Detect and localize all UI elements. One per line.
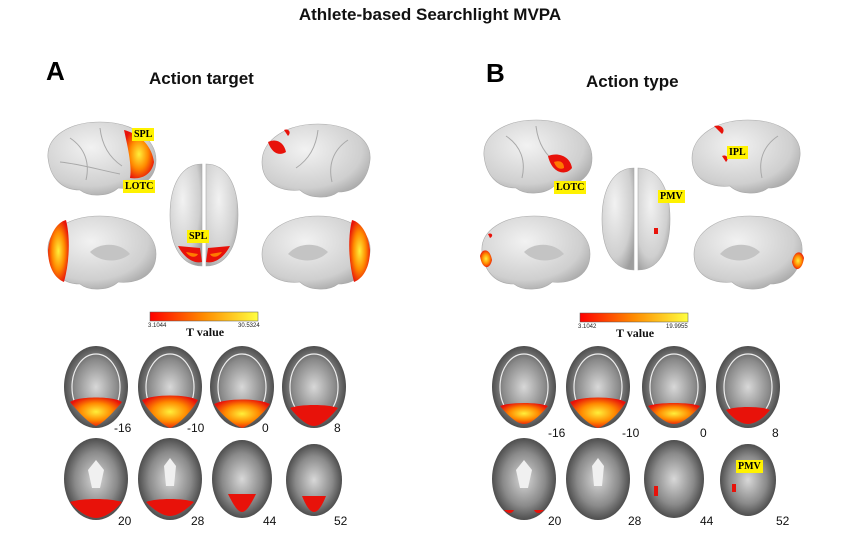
panel-a-colorbar	[149, 311, 259, 322]
panel-a-colorbar-label: T value	[186, 325, 225, 339]
panel-a-slice	[282, 346, 346, 428]
panel-b-colorbar-label: T value	[616, 326, 655, 340]
panel-b-brain-lateral-right	[691, 119, 801, 194]
panel-a-slice-label: -16	[114, 421, 132, 435]
panel-b-colorbar	[579, 312, 689, 323]
panel-b-brain-medial-left	[480, 215, 591, 290]
panel-a-slice	[138, 346, 202, 428]
panel-a-slice-label: 52	[334, 514, 348, 528]
panel-b-slice-label: 28	[628, 514, 642, 528]
panel-a-colorbar-min: 3.1044	[148, 323, 167, 329]
panel-a-letter: A	[46, 56, 65, 86]
panel-a-slice-label: 8	[334, 421, 341, 435]
panel-b-slice-label: 44	[700, 514, 714, 528]
panel-b-brain-lateral-left	[483, 119, 593, 194]
panel-a-title: Action target	[149, 69, 254, 88]
panel-a-slice	[64, 438, 128, 520]
panel-a-brain-lateral-right	[261, 123, 371, 198]
figure-title: Athlete-based Searchlight MVPA	[298, 5, 562, 24]
panel-b-slice	[566, 438, 630, 520]
panel-a-brain-dorsal	[169, 163, 239, 267]
panel-b-roi-pmv: PMV	[658, 190, 685, 203]
panel-a-slice	[64, 346, 128, 428]
panel-b-slice	[642, 346, 706, 428]
panel-b-slice	[644, 440, 704, 518]
panel-a-slice-label: 44	[263, 514, 277, 528]
panel-a-brain-medial-left	[47, 215, 157, 290]
panel-b-slice-label: -10	[622, 426, 640, 440]
panel-a-roi-spl-dorsal: SPL	[187, 230, 210, 243]
panel-a-colorbar-max: 30.5324	[238, 323, 260, 329]
panel-b-slice	[720, 444, 776, 516]
panel-a-slice	[286, 444, 342, 516]
panel-b-slice-label: 52	[776, 514, 790, 528]
panel-b-letter: B	[486, 58, 505, 88]
panel-a-slice	[210, 346, 274, 428]
panel-a-slice	[138, 438, 202, 520]
panel-a-slice-label: 0	[262, 421, 269, 435]
panel-b-colorbar-min: 3.1042	[578, 324, 597, 330]
panel-b-slice	[716, 346, 780, 428]
panel-b-title: Action type	[586, 72, 679, 91]
panel-b-slice-label: -16	[548, 426, 566, 440]
panel-b-roi-lotc: LOTC	[554, 181, 587, 194]
panel-b-slice-roi-pmv: PMV	[736, 460, 763, 473]
panel-b-slice	[566, 346, 630, 428]
panel-a-roi-lotc: LOTC	[123, 180, 156, 193]
panel-b-slice	[492, 438, 556, 520]
panel-b-slice	[492, 346, 556, 428]
panel-a-slice-label: 20	[118, 514, 132, 528]
panel-b-roi-ipl: IPL	[727, 146, 748, 159]
panel-b-slice-label: 8	[772, 426, 779, 440]
panel-b-colorbar-max: 19.9955	[666, 324, 688, 330]
panel-b-slice-label: 0	[700, 426, 707, 440]
panel-a-brain-lateral-left	[47, 121, 157, 196]
panel-b-brain-dorsal	[601, 167, 671, 271]
panel-a-slice	[212, 440, 272, 518]
panel-b-slice-label: 20	[548, 514, 562, 528]
panel-a-slice-label: -10	[187, 421, 205, 435]
panel-a-slice-label: 28	[191, 514, 205, 528]
panel-a-brain-medial-right	[261, 215, 371, 290]
panel-a-roi-spl-lateral: SPL	[132, 128, 155, 141]
panel-b-brain-medial-right	[693, 215, 804, 290]
